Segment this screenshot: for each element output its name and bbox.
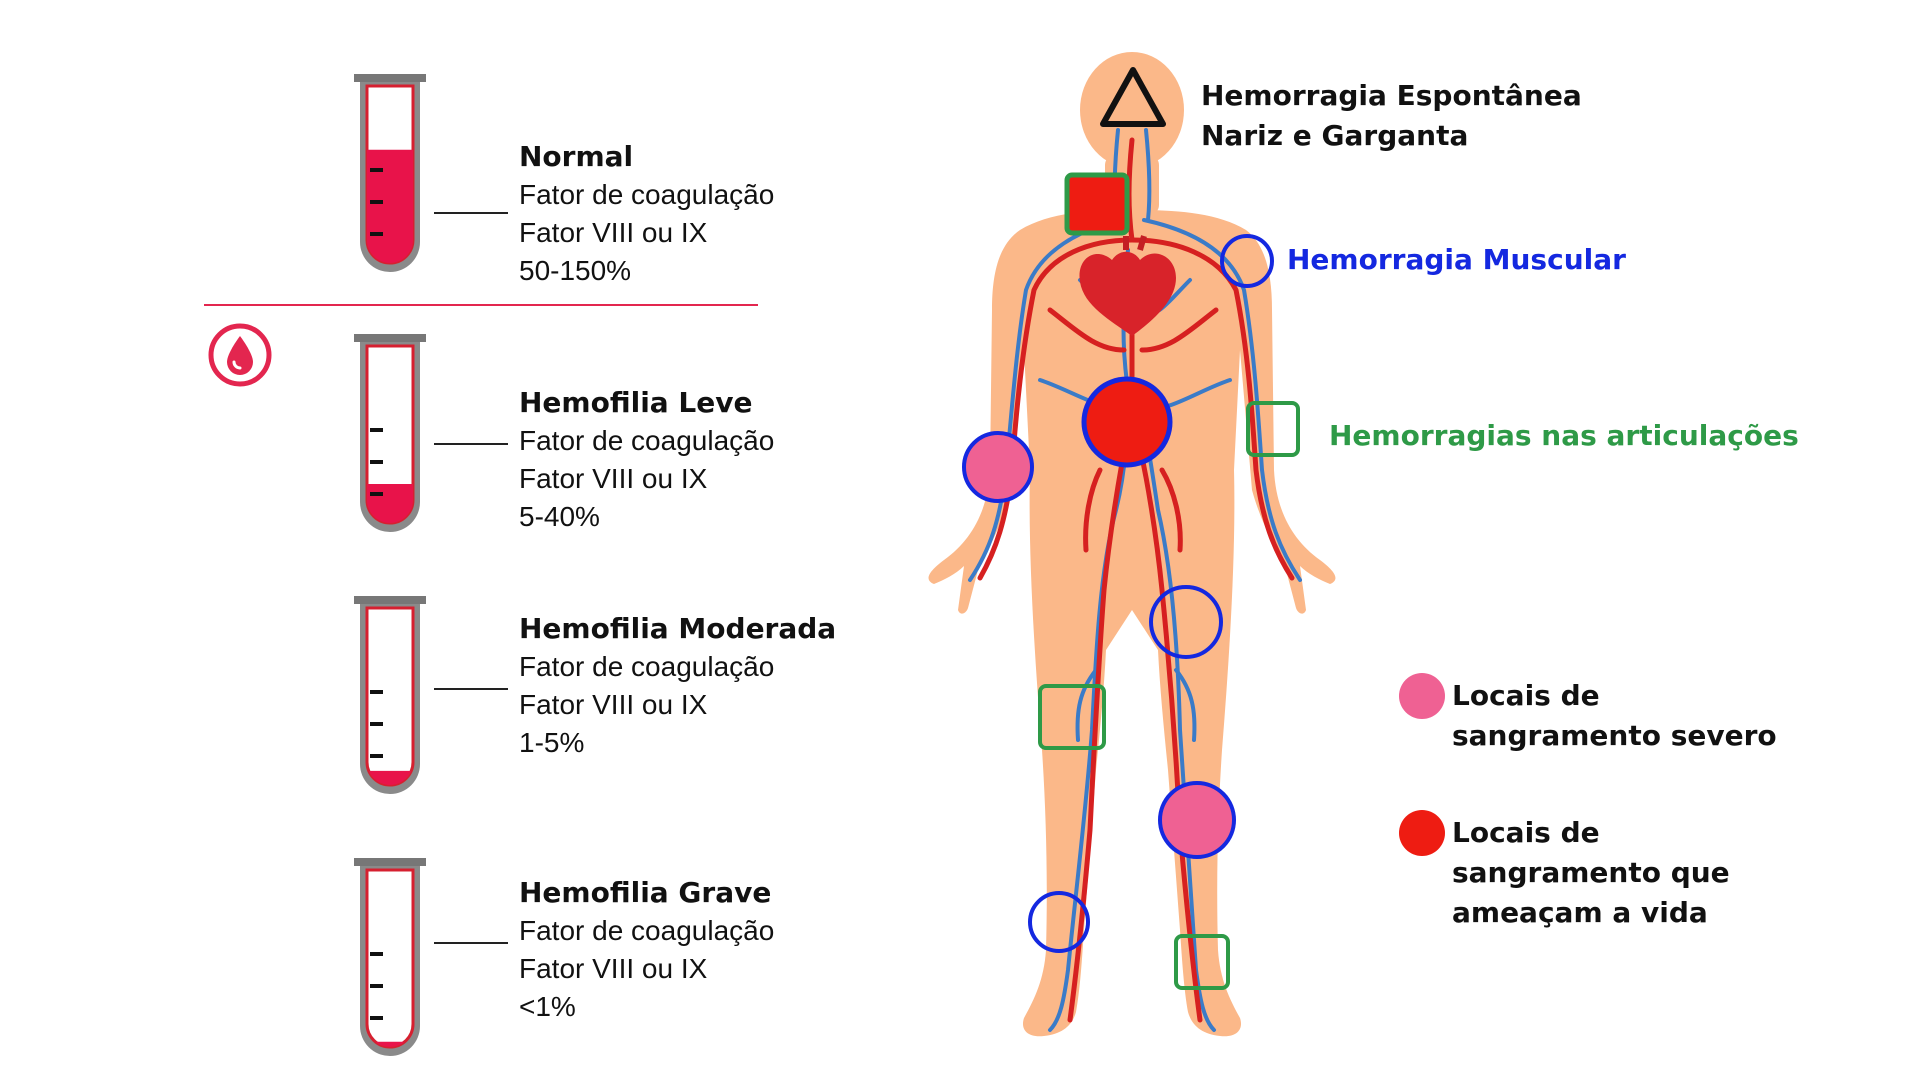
level-factor: Fator de coagulação	[519, 651, 775, 682]
legend-threat-dot	[1399, 810, 1445, 856]
muscle-bleeding-marker	[1220, 234, 1274, 288]
legend-severe-text: Locais de sangramento severo	[1452, 676, 1777, 756]
connector-line	[434, 942, 508, 944]
joint-bleeding-marker	[1038, 684, 1106, 750]
level-title: Normal	[519, 140, 634, 173]
level-range: <1%	[519, 991, 576, 1022]
muscular-bleeding-label: Hemorragia Muscular	[1287, 243, 1626, 276]
level-factor-type: Fator VIII ou IX	[519, 953, 708, 984]
tube-fill	[375, 1041, 405, 1047]
test-tube-normal	[354, 74, 426, 272]
level-normal: Normal Fator de coagulação Fator VIII ou…	[519, 138, 774, 290]
joint-bleeding-marker	[1064, 172, 1130, 236]
legend-threat-line1: Locais de	[1452, 816, 1600, 849]
severe-bleeding-marker	[1158, 781, 1236, 859]
level-factor-type: Fator VIII ou IX	[519, 463, 708, 494]
muscle-bleeding-marker	[1149, 585, 1223, 659]
level-range: 50-150%	[519, 255, 632, 286]
life-threatening-bleeding-marker	[1081, 376, 1173, 468]
legend-threat-text: Locais de sangramento que ameaçam a vida	[1452, 813, 1730, 933]
level-factor-type: Fator VIII ou IX	[519, 217, 708, 248]
level-title: Hemofilia Grave	[519, 876, 772, 909]
spontaneous-bleeding-label: Hemorragia Espontânea Nariz e Garganta	[1201, 76, 1582, 156]
level-factor: Fator de coagulação	[519, 179, 775, 210]
level-factor: Fator de coagulação	[519, 915, 775, 946]
level-leve: Hemofilia Leve Fator de coagulação Fator…	[519, 384, 774, 536]
legend-severe-dot	[1399, 673, 1445, 719]
level-factor-type: Fator VIII ou IX	[519, 689, 708, 720]
spontaneous-label-line1: Hemorragia Espontânea	[1201, 79, 1582, 112]
test-tube-leve	[354, 334, 426, 532]
muscle-bleeding-marker	[1028, 891, 1090, 953]
joint-bleeding-label: Hemorragias nas articulações	[1329, 419, 1799, 452]
level-factor: Fator de coagulação	[519, 425, 775, 456]
heart-icon	[1079, 235, 1176, 336]
level-title: Hemofilia Leve	[519, 386, 753, 419]
human-body-diagram	[928, 52, 1336, 1037]
legend-threat-line2: sangramento que	[1452, 856, 1730, 889]
spontaneous-bleeding-marker	[1100, 67, 1166, 127]
test-tube-grave	[354, 858, 426, 1056]
severe-bleeding-marker	[962, 431, 1034, 503]
blood-drop-icon	[208, 323, 272, 387]
level-title: Hemofilia Moderada	[519, 612, 837, 645]
section-divider	[204, 304, 758, 306]
joint-bleeding-marker	[1174, 934, 1230, 990]
spontaneous-label-line2: Nariz e Garganta	[1201, 119, 1469, 152]
connector-line	[434, 443, 508, 445]
tube-fill	[368, 770, 412, 785]
legend-severe-line2: sangramento severo	[1452, 719, 1777, 752]
connector-line	[434, 212, 508, 214]
level-grave: Hemofilia Grave Fator de coagulação Fato…	[519, 874, 774, 1026]
connector-line	[434, 688, 508, 690]
level-moderada: Hemofilia Moderada Fator de coagulação F…	[519, 610, 836, 762]
legend-threat-line3: ameaçam a vida	[1452, 896, 1708, 929]
legend-severe-line1: Locais de	[1452, 679, 1600, 712]
joint-bleeding-marker	[1246, 401, 1300, 457]
level-range: 5-40%	[519, 501, 600, 532]
level-range: 1-5%	[519, 727, 585, 758]
test-tube-moderada	[354, 596, 426, 794]
